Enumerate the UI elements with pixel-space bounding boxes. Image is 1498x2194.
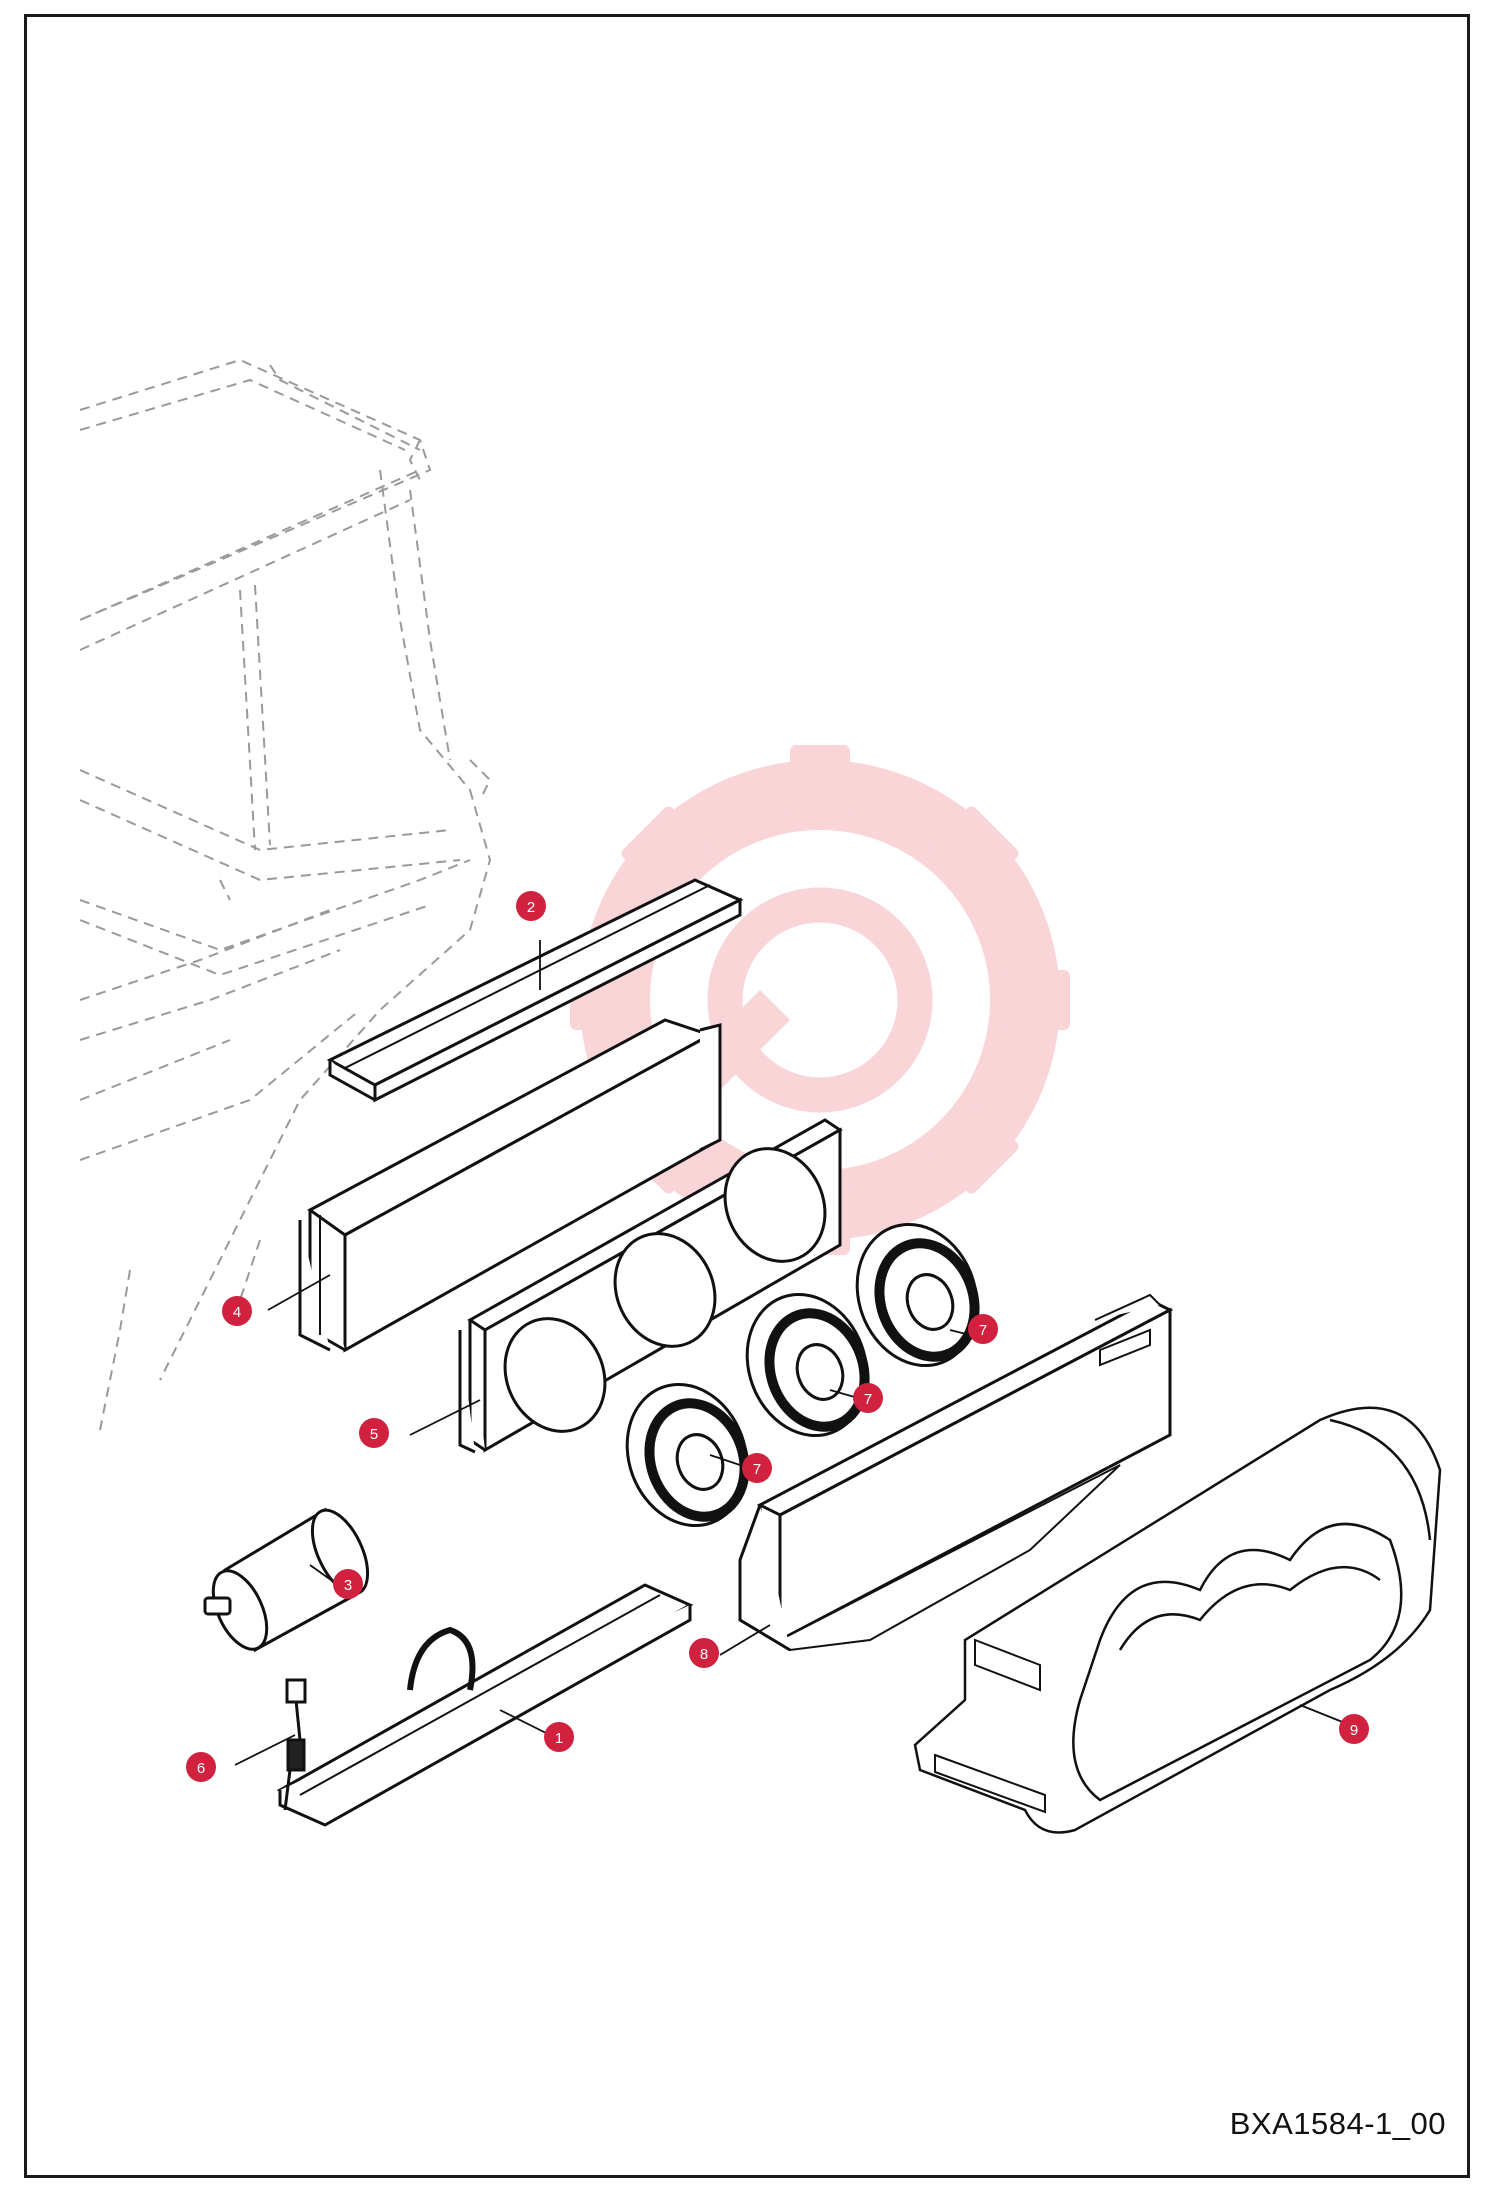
callout-7-a: 7 xyxy=(968,1314,998,1344)
drawing-frame xyxy=(24,14,1470,2178)
svg-text:8: 8 xyxy=(700,1646,708,1663)
svg-text:1: 1 xyxy=(555,1730,563,1747)
part-7-fan-units xyxy=(625,1222,980,1528)
callout-6: 6 xyxy=(186,1752,216,1782)
fan-unit-2 xyxy=(745,1292,870,1438)
callout-7-c: 7 xyxy=(742,1453,772,1483)
svg-text:9: 9 xyxy=(1350,1722,1358,1739)
svg-text:5: 5 xyxy=(370,1426,378,1443)
fan-unit-1 xyxy=(625,1382,750,1528)
callout-3: 3 xyxy=(333,1569,363,1599)
callout-2: 2 xyxy=(516,891,546,921)
cab-structure-outline xyxy=(79,358,492,1431)
callout-markers: 2 4 5 7 7 7 3 8 xyxy=(186,891,1369,1782)
svg-text:7: 7 xyxy=(979,1322,987,1339)
callout-9: 9 xyxy=(1339,1714,1369,1744)
drawing-code-label: BXA1584-1_00 xyxy=(1229,2106,1446,2141)
part-5-fan-plate xyxy=(458,1118,843,1454)
callout-8: 8 xyxy=(689,1638,719,1668)
callout-4: 4 xyxy=(222,1296,252,1326)
part-1-mounting-bar xyxy=(276,1583,694,1827)
svg-text:7: 7 xyxy=(864,1391,872,1408)
svg-text:3: 3 xyxy=(344,1577,352,1594)
callout-1: 1 xyxy=(544,1722,574,1752)
callout-5: 5 xyxy=(359,1418,389,1448)
svg-text:2: 2 xyxy=(527,899,535,916)
fan-unit-3 xyxy=(855,1222,980,1368)
part-6-sensor-cable xyxy=(283,1678,307,1811)
part-9-cover-shell xyxy=(913,1406,1442,1834)
part-2-rail xyxy=(326,878,744,1103)
svg-text:7: 7 xyxy=(753,1461,761,1478)
part-4-heater-core xyxy=(298,1018,722,1353)
callout-7-b: 7 xyxy=(853,1383,883,1413)
part-8-housing-frame xyxy=(738,1293,1174,1652)
svg-text:4: 4 xyxy=(233,1304,241,1321)
svg-text:6: 6 xyxy=(197,1760,205,1777)
